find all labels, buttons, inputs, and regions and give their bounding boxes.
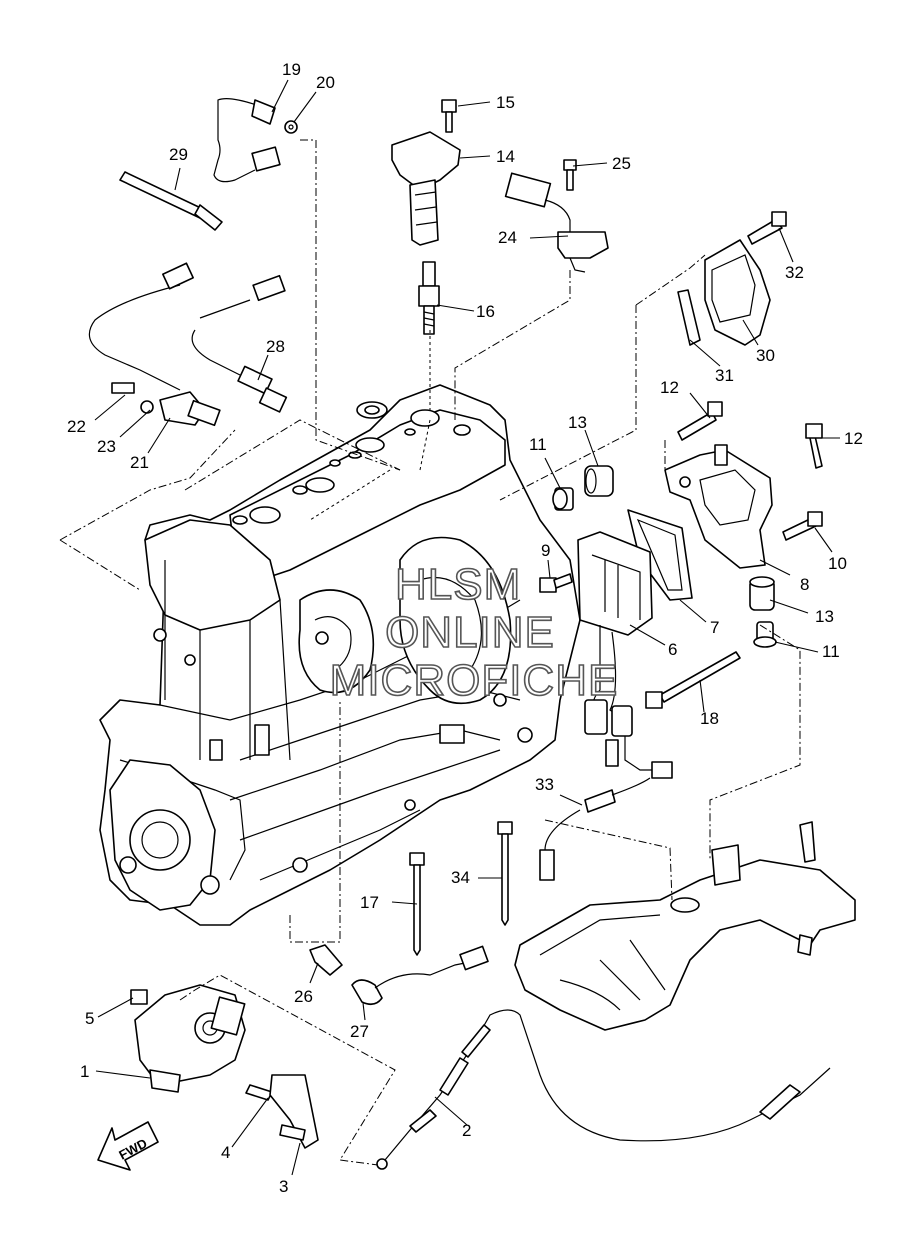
part-18-bolt <box>645 651 741 709</box>
watermark-line-1: HLSM <box>394 559 522 610</box>
part-28-sensor <box>88 262 288 413</box>
intake-manifold <box>514 821 856 1031</box>
leader-lines <box>94 79 840 1176</box>
callout-10: 10 <box>828 554 847 573</box>
callout-31: 31 <box>715 366 734 385</box>
callout-1: 1 <box>80 1062 89 1081</box>
callout-3: 3 <box>279 1177 288 1196</box>
callout-16: 16 <box>476 302 495 321</box>
callout-19: 19 <box>282 60 301 79</box>
callout-32: 32 <box>785 263 804 282</box>
part-12-bolt-a <box>677 401 723 441</box>
callout-18: 18 <box>700 709 719 728</box>
callout-28: 28 <box>266 337 285 356</box>
watermark-line-3: MICROFICHE <box>329 655 619 706</box>
callout-11b: 11 <box>822 642 840 661</box>
callout-26: 26 <box>294 987 313 1006</box>
part-1-throttle-body <box>134 984 246 1093</box>
callout-8: 8 <box>800 575 809 594</box>
part-24-sensor <box>504 159 609 273</box>
part-20-washer <box>284 120 298 134</box>
callout-6: 6 <box>668 640 677 659</box>
callout-13a: 13 <box>568 413 587 432</box>
callout-14: 14 <box>496 147 515 166</box>
callout-22: 22 <box>67 417 86 436</box>
engine-block <box>99 384 581 926</box>
part-29-bolt <box>119 171 223 231</box>
part-21-sensor <box>111 382 221 427</box>
grouping-lines <box>59 139 801 1166</box>
callout-2: 2 <box>462 1121 471 1140</box>
callout-5: 5 <box>85 1009 94 1028</box>
callout-9: 9 <box>541 541 550 560</box>
callouts: 19 20 29 15 14 25 24 32 16 30 31 28 12 1… <box>67 60 863 1196</box>
callout-29: 29 <box>169 145 188 164</box>
callout-23: 23 <box>97 437 116 456</box>
part-16-spark-plug <box>418 261 440 335</box>
part-6-ecu <box>577 531 673 779</box>
callout-21: 21 <box>130 453 149 472</box>
part-10-bolt <box>782 511 823 541</box>
fwd-arrow: FWD <box>97 1121 159 1171</box>
part-13-grommet-top <box>584 465 614 497</box>
callout-27: 27 <box>350 1022 369 1041</box>
part-11-collar-bottom <box>753 621 777 648</box>
part-27-knock-sensor <box>351 945 489 1006</box>
callout-34: 34 <box>451 868 470 887</box>
part-26-sensor <box>309 944 343 976</box>
part-17-cable-tie <box>409 852 425 956</box>
part-33-sensor <box>539 777 651 881</box>
callout-17: 17 <box>360 893 379 912</box>
part-31-gasket <box>677 289 701 346</box>
part-30-module <box>677 211 787 346</box>
part-8-bracket <box>664 444 773 569</box>
callout-24: 24 <box>498 228 517 247</box>
part-9-bolt <box>539 573 573 593</box>
part-3-bracket <box>269 1074 319 1149</box>
callout-4: 4 <box>221 1143 230 1162</box>
callout-20: 20 <box>316 73 335 92</box>
callout-25: 25 <box>612 154 631 173</box>
part-34-cable-tie <box>497 821 513 926</box>
callout-13b: 13 <box>815 607 834 626</box>
part-13-grommet-bottom <box>749 576 775 611</box>
part-12-bolt-b <box>805 423 823 469</box>
callout-12a: 12 <box>660 378 679 397</box>
part-4-bolt <box>245 1084 273 1101</box>
part-19-sensor <box>213 98 281 183</box>
callout-15: 15 <box>496 93 515 112</box>
part-11-collar-top <box>552 487 574 511</box>
callout-7: 7 <box>710 618 719 637</box>
part-2-throttle-cable <box>376 1009 831 1170</box>
callout-12b: 12 <box>844 429 863 448</box>
part-7-gasket <box>627 509 693 601</box>
part-5-nut <box>130 989 148 1005</box>
callout-11a: 11 <box>529 435 547 454</box>
part-14-ignition-coil <box>391 131 461 246</box>
callout-30: 30 <box>756 346 775 365</box>
watermark-line-2: ONLINE <box>384 607 555 658</box>
callout-33: 33 <box>535 775 554 794</box>
part-15-bolt <box>441 99 457 133</box>
